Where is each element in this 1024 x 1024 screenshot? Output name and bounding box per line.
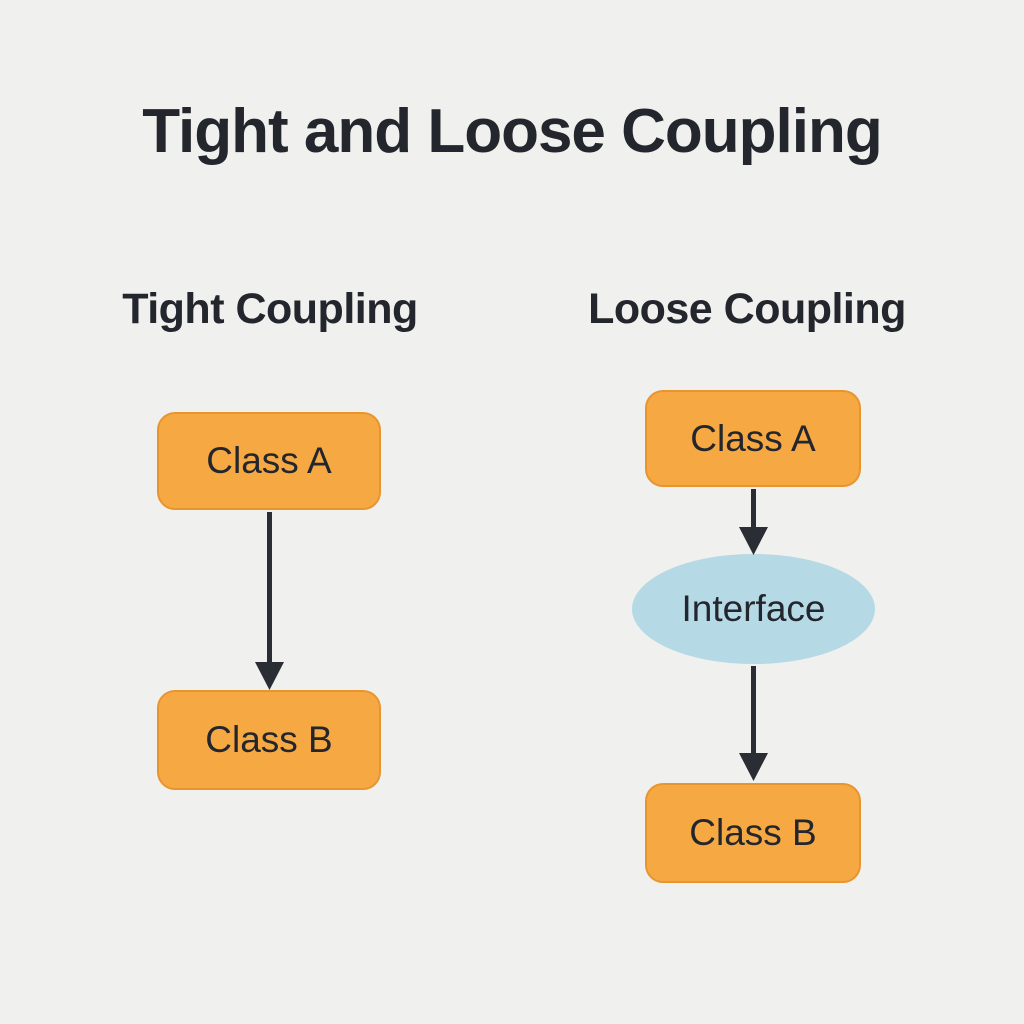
loose-coupling-heading: Loose Coupling xyxy=(588,285,906,333)
arrow-interface-to-loose-b xyxy=(739,666,768,781)
interface-node: Interface xyxy=(632,554,875,664)
arrow-tight-a-to-b xyxy=(255,512,284,690)
diagram-title: Tight and Loose Coupling xyxy=(142,97,882,166)
loose-class-b-node: Class B xyxy=(645,783,861,883)
loose-class-a-node: Class A xyxy=(645,390,861,487)
tight-class-a-node: Class A xyxy=(157,412,381,510)
arrow-loose-a-to-interface xyxy=(739,489,768,555)
tight-coupling-heading: Tight Coupling xyxy=(122,285,418,333)
tight-class-b-node: Class B xyxy=(157,690,381,790)
